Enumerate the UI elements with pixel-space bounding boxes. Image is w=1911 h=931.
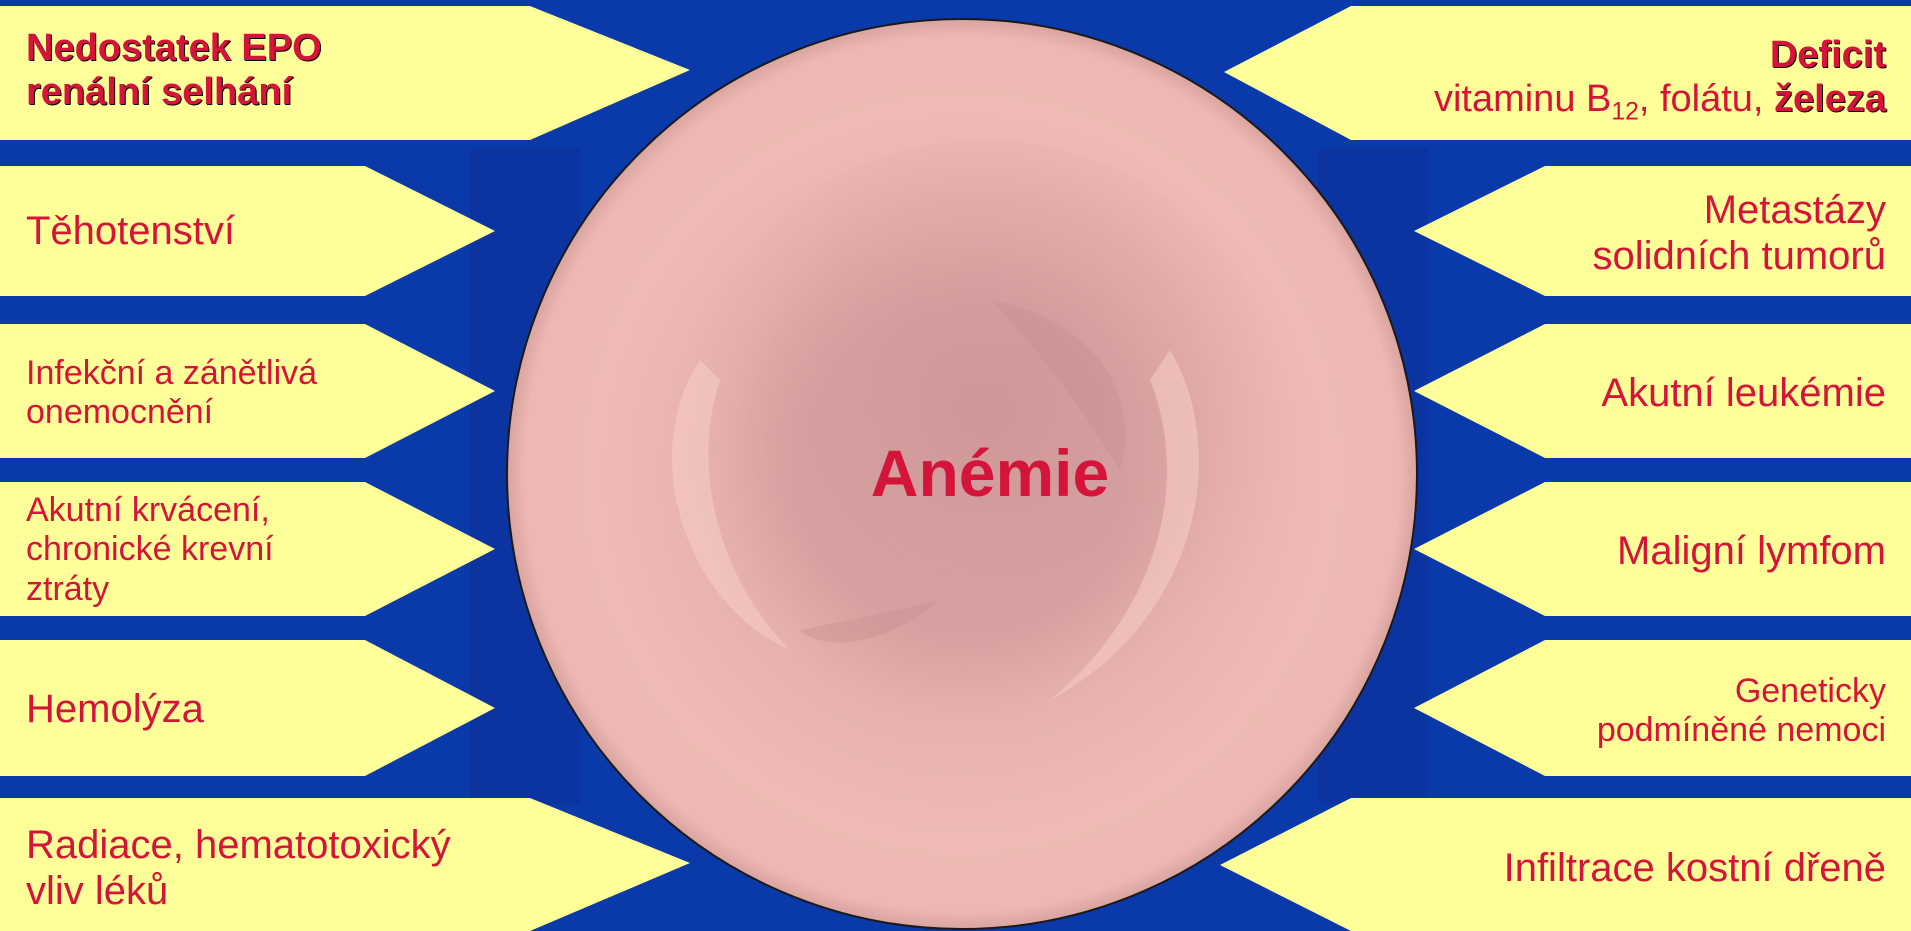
left-cause-3-line-1: Infekční a zánětlivá [26,354,317,393]
right-cause-4-line-2: podmíněné nemoci [1597,711,1886,750]
left-cause-4-line-3: ztráty [26,570,274,609]
right-cause-2: Akutní leukémie [1601,330,1886,456]
right-cause-3-line-1: Maligní lymfom [1617,528,1886,574]
right-cause-4-line-1: Geneticky [1735,672,1886,711]
right-cause-deficit: Deficit vitaminu B12, folátu, železa [1434,18,1886,138]
right-cause-deficit-line-2: vitaminu B12, folátu, železa [1434,78,1886,122]
right-cause-1-line-1: Metastázy [1704,187,1886,233]
left-cause-3: Infekční a zánětlivá onemocnění [26,330,317,456]
right-cause-3: Maligní lymfom [1617,488,1886,614]
left-cause-4-line-2: chronické krevní [26,530,274,569]
deficit-prefix: vitaminu B [1434,78,1611,120]
right-cause-1-line-2: solidních tumorů [1593,233,1886,279]
center-title: Anémie [871,435,1109,511]
left-cause-5-line-1: Hemolýza [26,686,204,732]
left-cause-2: Těhotenství [26,168,235,294]
deficit-middle: , folátu, [1639,78,1774,120]
deficit-bold-tail: železa [1774,78,1886,120]
left-cause-6: Radiace, hematotoxický vliv léků [26,808,451,928]
right-cause-deficit-title: Deficit [1770,34,1886,78]
left-cause-3-line-2: onemocnění [26,393,317,432]
right-cause-5-line-1: Infiltrace kostní dřeně [1504,845,1886,891]
deficit-subscript: 12 [1611,99,1638,126]
left-cause-5: Hemolýza [26,646,204,772]
right-cause-4: Geneticky podmíněné nemoci [1597,648,1886,774]
left-cause-1: Nedostatek EPO renální selhání [26,18,322,124]
right-cause-1: Metastázy solidních tumorů [1593,170,1886,296]
left-cause-4: Akutní krvácení, chronické krevní ztráty [26,470,274,630]
left-cause-1-line-2: renální selhání [26,71,322,115]
left-cause-4-line-1: Akutní krvácení, [26,491,274,530]
left-cause-6-line-2: vliv léků [26,868,451,914]
right-cause-5: Infiltrace kostní dřeně [1504,808,1886,928]
left-cause-2-line-1: Těhotenství [26,208,235,254]
left-cause-6-line-1: Radiace, hematotoxický [26,822,451,868]
left-cause-1-line-1: Nedostatek EPO [26,27,322,71]
right-cause-2-line-1: Akutní leukémie [1601,370,1886,416]
